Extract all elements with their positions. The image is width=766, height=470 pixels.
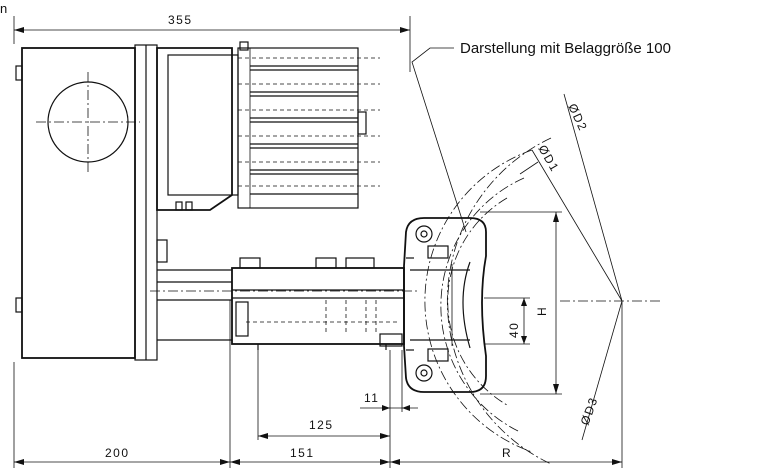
dim-label-d2: ØD2 bbox=[565, 101, 590, 133]
dim-label-11: 11 bbox=[364, 391, 379, 405]
dim-label-355: 355 bbox=[168, 13, 193, 27]
shaft-assembly bbox=[150, 239, 420, 341]
caliper-body bbox=[231, 257, 405, 350]
disc-outlines bbox=[424, 137, 660, 465]
dim-label-d1: ØD1 bbox=[535, 143, 562, 175]
cooling-fins bbox=[250, 65, 358, 195]
gearbox-housing bbox=[15, 44, 158, 361]
dim-label-200: 200 bbox=[105, 446, 130, 460]
dim-label-h: H bbox=[535, 306, 549, 316]
diameter-leaders: ØD2 ØD1 ØD3 bbox=[519, 93, 623, 441]
dim-label-151: 151 bbox=[290, 446, 315, 460]
dim-label-125: 125 bbox=[309, 418, 334, 432]
dim-label-d3: ØD3 bbox=[578, 395, 601, 427]
bottom-dimensions: 11 125 200 151 R bbox=[13, 300, 623, 468]
dimension-40: 40 bbox=[484, 297, 530, 345]
note-callout: Darstellung mit Belaggröße 100 bbox=[411, 40, 671, 233]
note-text: Darstellung mit Belaggröße 100 bbox=[460, 40, 671, 57]
dimension-355: 355 bbox=[13, 13, 411, 72]
brake-motor bbox=[156, 41, 380, 211]
corner-label: n bbox=[0, 1, 7, 16]
dimension-h: H bbox=[480, 211, 562, 395]
dim-label-r: R bbox=[502, 446, 512, 460]
pivot-bolt-top bbox=[415, 225, 433, 243]
brake-shoe bbox=[403, 217, 487, 393]
dim-label-40: 40 bbox=[507, 322, 521, 338]
pivot-bolt-bottom bbox=[415, 364, 433, 382]
